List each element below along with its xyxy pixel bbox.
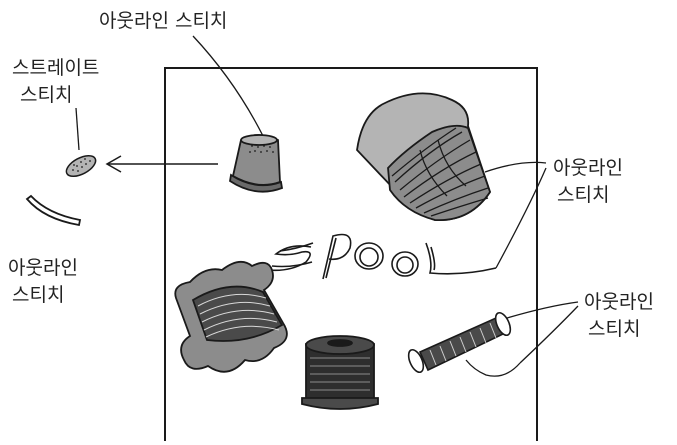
- label-right-low-1: 아웃라인: [584, 291, 654, 313]
- leader-thimble: [192, 35, 265, 139]
- thimble-icon: [229, 134, 284, 193]
- spool-lettering: [267, 233, 497, 280]
- small-bobbin-icon: [407, 311, 512, 374]
- label-straight-stitch-2: 스티치: [20, 84, 73, 106]
- label-right-low-2: 스티치: [588, 318, 641, 340]
- label-right-mid-1: 아웃라인: [553, 157, 623, 179]
- leader-left-top: [75, 107, 80, 151]
- label-thimble: 아웃라인 스티치: [99, 10, 228, 32]
- bobbin-spool-icon: [174, 260, 288, 373]
- label-right-mid-2: 스티치: [557, 184, 610, 206]
- label-straight-stitch-1: 스트레이트: [12, 57, 100, 79]
- leader-right-mid-a: [484, 161, 547, 173]
- panel-frame: [164, 67, 538, 441]
- leader-lines: [75, 35, 579, 377]
- wrapped-spool-icon: [356, 92, 491, 221]
- label-left-outline-1: 아웃라인: [8, 257, 78, 279]
- leader-right-low-b: [519, 305, 579, 364]
- leader-right-mid-b: [495, 167, 547, 269]
- leader-tail: [465, 359, 521, 377]
- label-left-outline-2: 스티치: [12, 284, 65, 306]
- arrow-to-needle: [105, 155, 218, 173]
- leader-right-low-a: [506, 301, 579, 319]
- straight-stitch-icon: [65, 154, 97, 178]
- outline-stitch-curve-icon: [25, 194, 82, 227]
- thread-spool-icon: [301, 335, 379, 410]
